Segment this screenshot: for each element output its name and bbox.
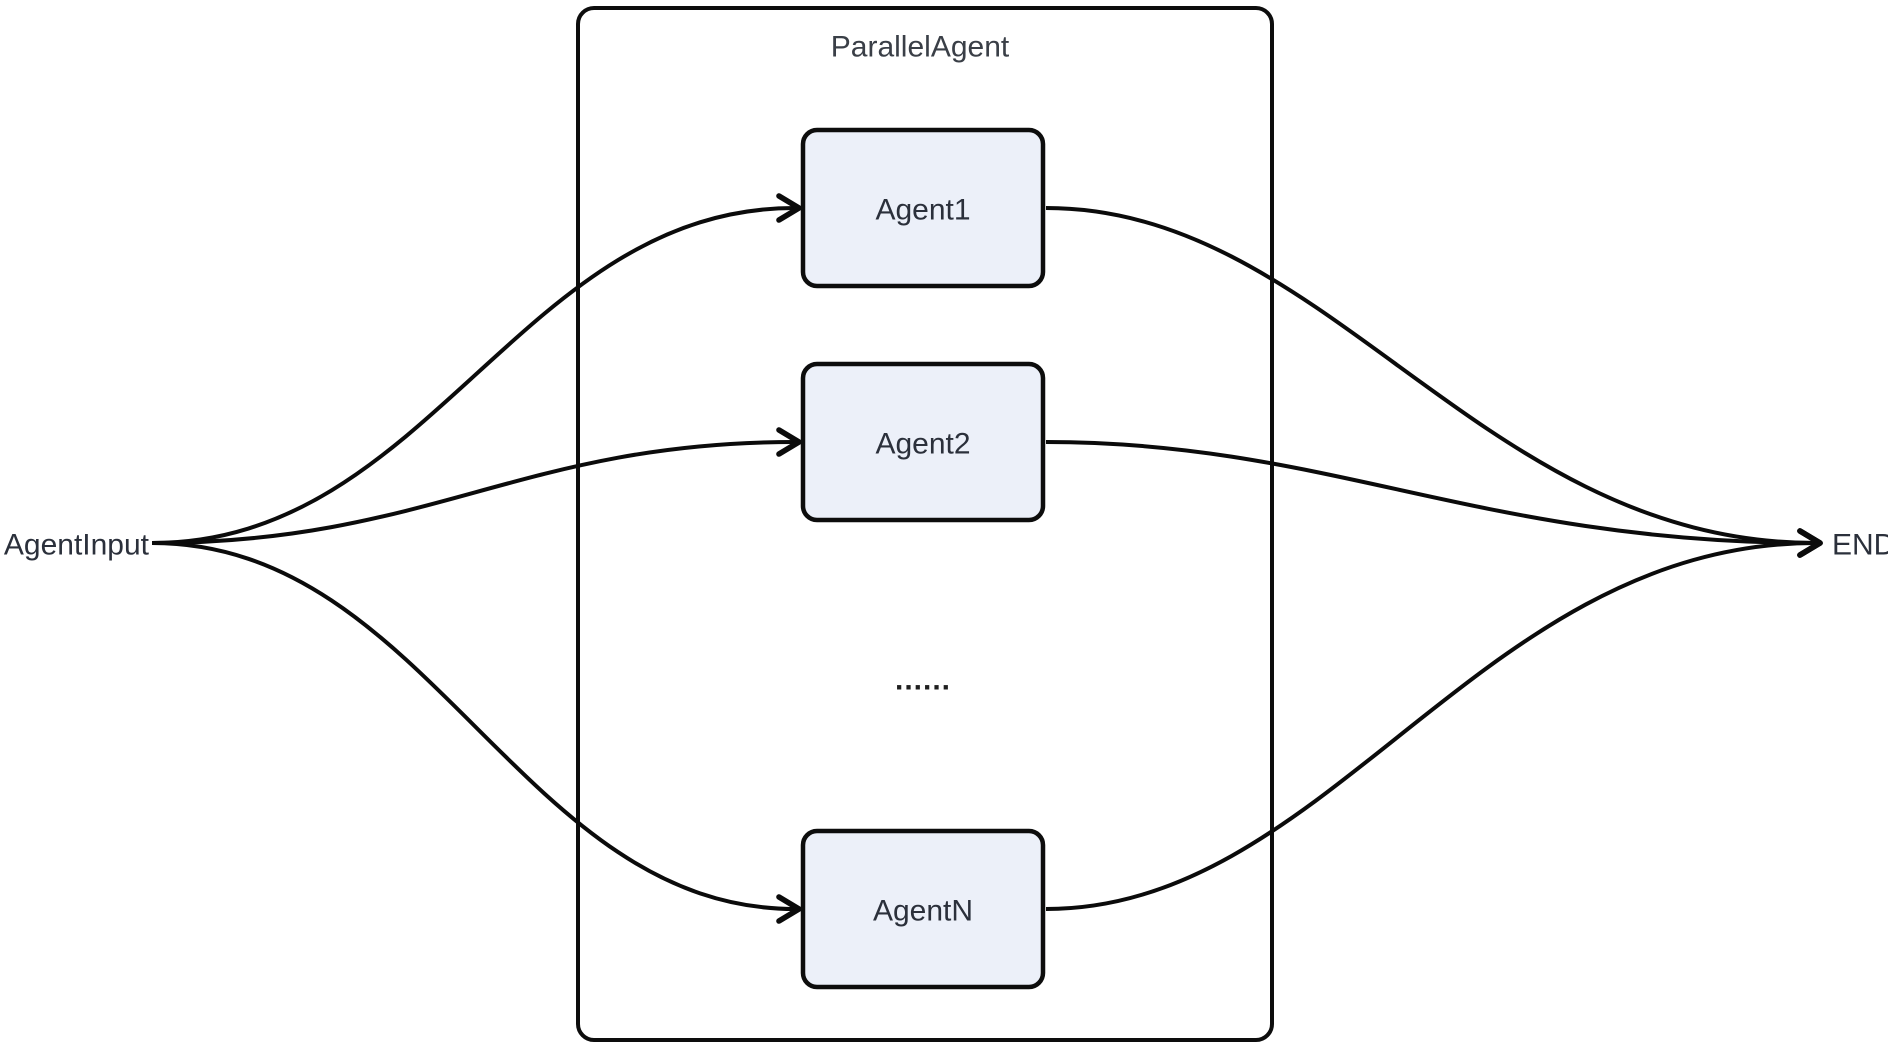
ellipsis-label: ...... <box>895 664 951 697</box>
end-label: END <box>1832 529 1888 562</box>
agent2-node <box>800 361 1046 523</box>
container-title: ParallelAgent <box>831 31 1010 64</box>
edge-agent2-to-end <box>1045 440 1823 558</box>
edge-agent1-to-end <box>1045 206 1823 558</box>
agent2-label: Agent2 <box>875 428 970 461</box>
agent-input-label: AgentInput <box>4 529 150 562</box>
agent1-label: Agent1 <box>875 194 970 227</box>
agentn-node <box>800 828 1046 990</box>
agentn-label: AgentN <box>873 895 973 928</box>
edge-input-to-agent1 <box>151 193 802 545</box>
edge-agentn-to-end <box>1045 528 1823 911</box>
edge-input-to-agentn <box>151 541 802 924</box>
agent1-node <box>800 127 1046 289</box>
edge-input-to-agent2 <box>151 427 802 545</box>
parallel-agent-container <box>576 6 1274 1042</box>
